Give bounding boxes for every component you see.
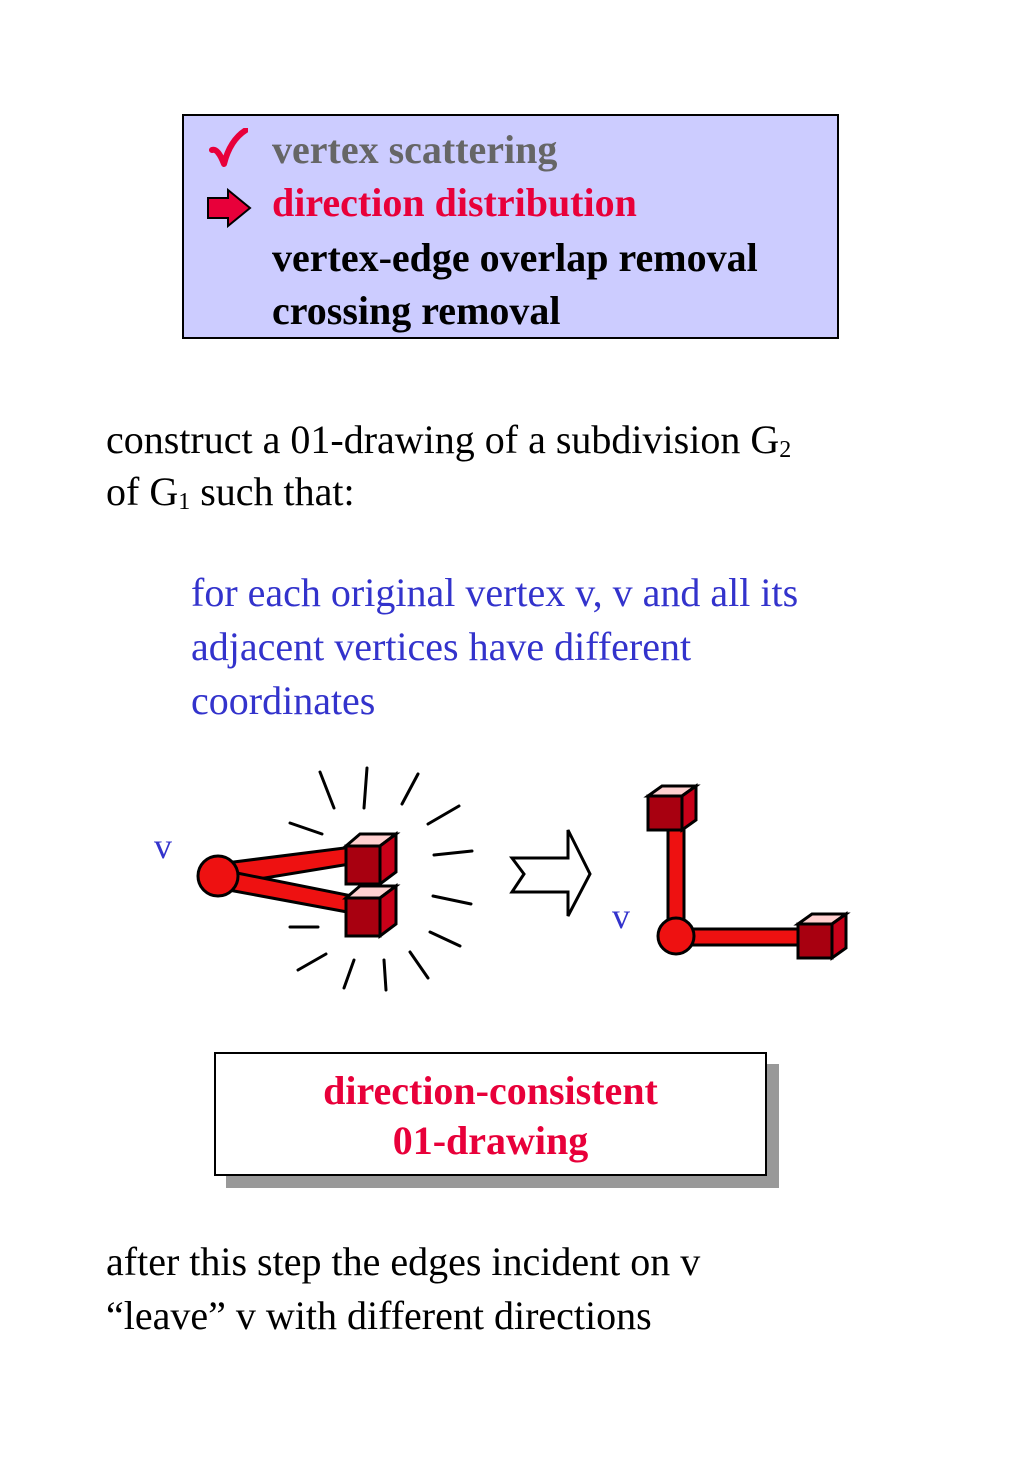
cube-icon	[341, 831, 401, 887]
step-direction-distribution: direction distribution	[272, 180, 637, 225]
vertex-v-before	[196, 854, 240, 898]
cube-icon	[341, 883, 401, 939]
result-box: direction-consistent 01-drawing	[214, 1052, 767, 1176]
steps-box: vertex scattering direction distribution…	[182, 114, 839, 339]
right-arrow-icon	[207, 188, 252, 228]
vertex-v-after	[656, 916, 696, 956]
result-line-2: 01-drawing	[392, 1118, 589, 1163]
check-mark-icon	[209, 128, 248, 167]
intro-line-2: of G1 such that:	[106, 469, 355, 515]
step-crossing-removal: crossing removal	[272, 288, 561, 333]
step-overlap-removal: vertex-edge overlap removal	[272, 235, 758, 280]
result-line-1: direction-consistent	[323, 1068, 658, 1113]
cube-icon	[643, 783, 701, 833]
transform-arrow-icon	[509, 829, 592, 917]
edges-before	[216, 844, 364, 916]
vertex-label-after: v	[612, 896, 630, 936]
condition-line-3: coordinates	[191, 678, 376, 723]
outro-line-1: after this step the edges incident on v	[106, 1239, 701, 1284]
outro-line-2: “leave” v with different directions	[106, 1293, 652, 1338]
condition-line-1: for each original vertex v, v and all it…	[191, 570, 799, 615]
sparkle-lines	[288, 766, 474, 992]
condition-line-2: adjacent vertices have different	[191, 624, 692, 669]
vertex-label-before: v	[154, 826, 172, 866]
cube-icon	[793, 911, 851, 961]
step-vertex-scattering: vertex scattering	[272, 127, 558, 172]
intro-line-1: construct a 01-drawing of a subdivision …	[106, 417, 792, 463]
